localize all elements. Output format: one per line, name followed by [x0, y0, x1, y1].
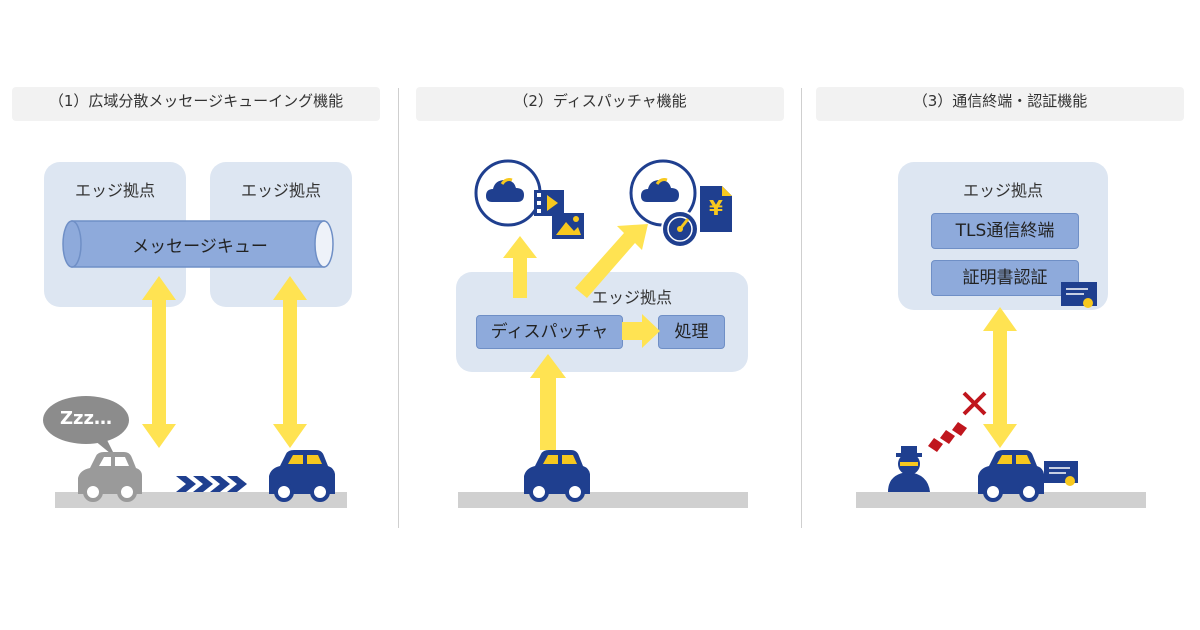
message-queue-label: メッセージキュー: [132, 237, 268, 257]
certificate-auth-block: 証明書認証: [931, 260, 1079, 296]
dispatcher-block: ディスパッチャ: [476, 315, 623, 349]
edge-node-label: エッジ拠点: [591, 288, 672, 307]
section-divider: [398, 88, 399, 528]
road: [856, 492, 1146, 508]
section-header-queueing: （1）広域分散メッセージキューイング機能: [12, 87, 380, 121]
process-block: 処理: [658, 315, 725, 349]
yen-symbol: ¥: [709, 196, 723, 220]
edge-node-label: エッジ拠点: [74, 181, 155, 200]
edge-node-label: エッジ拠点: [962, 181, 1043, 200]
section-divider: [801, 88, 802, 528]
tls-termination-block: TLS通信終端: [931, 213, 1079, 249]
section-header-dispatcher: （2）ディスパッチャ機能: [416, 87, 784, 121]
edge-node-label: エッジ拠点: [240, 181, 321, 200]
section-header-auth: （3）通信終端・認証機能: [816, 87, 1184, 121]
sleep-bubble-text: Zzz…: [59, 408, 112, 429]
